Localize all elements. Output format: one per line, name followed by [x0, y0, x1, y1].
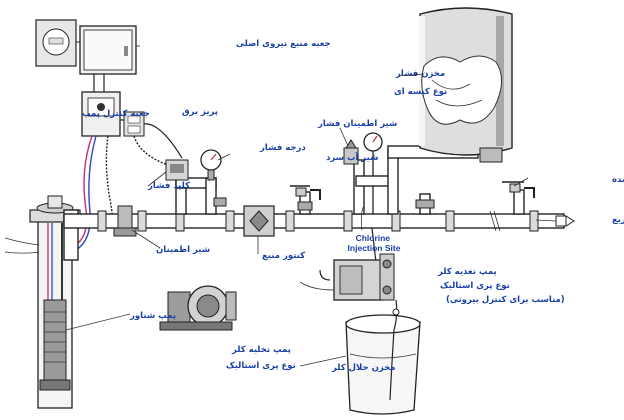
- treated-water-tap: [502, 181, 535, 215]
- label-pressure-relief-valve: شیر اطمینان فشار: [317, 119, 397, 129]
- label-safety-valve: شیر اطمینان: [156, 245, 210, 255]
- chlorine-transfer-pump: [159, 285, 237, 331]
- label-feed-pump-type: نوع پری استالیک: [440, 281, 510, 291]
- distribution-arrow: [555, 215, 575, 227]
- label-transfer-pump: پمپ تخلیه کلر: [231, 345, 291, 355]
- chlorine-solution-tank: [345, 299, 421, 415]
- label-submersible-pump: پمپ شناور: [129, 311, 176, 321]
- label-source-meter: کنتور منبع: [262, 251, 305, 261]
- label-main-power-box: جعبه منبع نیروی اصلی: [236, 39, 331, 49]
- chlorine-feed-pump: [319, 253, 395, 301]
- submersible-pump-body: [39, 299, 71, 391]
- label-feed-pump-note: (مناسب برای کنترل بیرونی): [446, 295, 565, 305]
- label-chlorine-feed-pump: پمپ تغذیه کلر: [437, 267, 497, 277]
- cold-water-tap: [290, 185, 321, 215]
- main-pipe: [63, 209, 565, 261]
- label-pressure-gauge: درجه فشار: [259, 143, 306, 153]
- relief-valve-branch: [343, 132, 399, 215]
- label-pump-control-box: جعبه کنترل پمپ: [82, 109, 150, 119]
- pressure-switch-branch: [165, 149, 227, 215]
- leader-lines: [65, 45, 557, 367]
- label-distribution-system: سیستم توزیع: [612, 215, 624, 225]
- label-treated-water-valve: شیر آب تصفیه شده: [612, 173, 624, 185]
- label-cold-water-valve: شیر آب سرد: [326, 151, 379, 163]
- label-transfer-pump-type: نوع پری استالیک: [226, 361, 296, 371]
- label-chlorine-injection-site: Chlorine Injection Site: [348, 233, 401, 253]
- label-chlorine-solution-tank: مخزن حلال کلر: [331, 363, 396, 373]
- label-power-outlet: پریز برق: [182, 107, 218, 117]
- pressure-tank: [419, 7, 513, 163]
- pump-control-box: [81, 74, 121, 137]
- safety-valve: [113, 205, 137, 237]
- main-power-box: [35, 19, 137, 75]
- tank-feed-pipe: [387, 145, 479, 215]
- source-meter: [243, 205, 275, 237]
- label-pressure-switch: کلید فشار: [147, 181, 190, 191]
- label-tank-type: نوع کیسه ای: [394, 87, 447, 97]
